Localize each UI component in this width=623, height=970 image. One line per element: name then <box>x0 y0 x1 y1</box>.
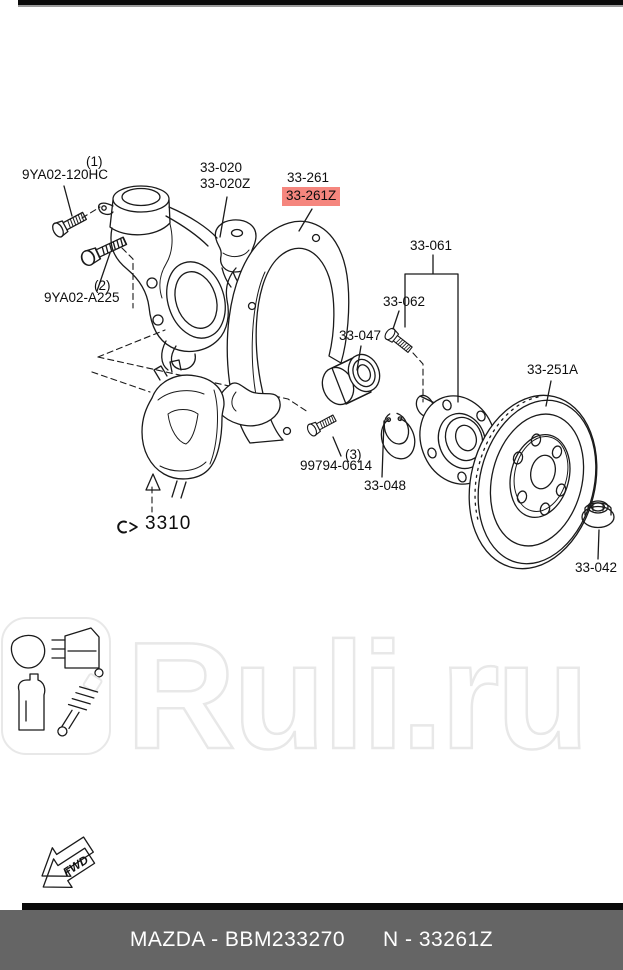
part-label-33-020z: 33-020Z <box>200 176 251 191</box>
shock-absorber-icon <box>57 668 104 737</box>
watermark: Ruli.ru <box>1 610 591 782</box>
part-label-99794-0614: 99794-0614 <box>300 458 373 473</box>
leader-lines <box>63 185 600 560</box>
pointer-arrow-icon <box>145 473 161 491</box>
top-divider <box>18 0 623 7</box>
part-label-33-261z-highlighted: 33-261Z <box>282 187 341 207</box>
part-label-33-048: 33-048 <box>364 478 407 493</box>
ref3-index-label: (3) <box>345 447 362 462</box>
headlight-icon <box>10 634 46 669</box>
car-door-icon <box>64 627 100 669</box>
part-label-33-251a: 33-251A <box>527 362 579 377</box>
brake-disc-drawing <box>468 394 598 570</box>
ref2-index-label: (2) <box>94 278 111 293</box>
bolt-9ya02-120hc-drawing <box>49 208 89 240</box>
hub-nut-drawing <box>581 500 615 529</box>
bolt-99794-0614-drawing <box>305 411 339 438</box>
wheel-bearing-drawing <box>321 353 381 406</box>
watermark-text: Ruli.ru <box>126 611 586 781</box>
brake-caliper-drawing <box>141 359 225 499</box>
assembly-dashed-lines <box>81 206 424 513</box>
ref1-index-label: (1) <box>86 154 103 169</box>
part-label-33-261: 33-261 <box>287 170 330 185</box>
part-label-9ya02-120hc: 9YA02-120HC <box>22 167 109 182</box>
part-label-33-047: 33-047 <box>339 328 382 343</box>
fwd-arrow: FWD <box>41 836 96 889</box>
oil-can-icon <box>17 673 46 731</box>
part-label-33-062: 33-062 <box>383 294 426 309</box>
section-ref-icon <box>117 520 138 534</box>
footer-brand-part-number: MAZDA - BBM233270 <box>129 928 346 951</box>
footer-catalog-number: N - 33261Z <box>383 928 494 951</box>
bolt-33-062-drawing <box>382 326 415 356</box>
part-label-33-020: 33-020 <box>200 160 243 175</box>
part-label-33-061: 33-061 <box>410 238 453 253</box>
section-ref-label-3310: 3310 <box>145 513 192 534</box>
highlight-badge: 33-261Z <box>282 187 341 207</box>
part-label-33-042: 33-042 <box>575 560 618 575</box>
footer-bar: MAZDA - BBM233270 N - 33261Z <box>0 910 623 970</box>
snap-ring-drawing <box>380 412 416 460</box>
part-label-9ya02-a225: 9YA02-A225 <box>44 290 120 305</box>
bottom-divider <box>22 903 623 910</box>
dust-shield-drawing <box>216 220 350 444</box>
